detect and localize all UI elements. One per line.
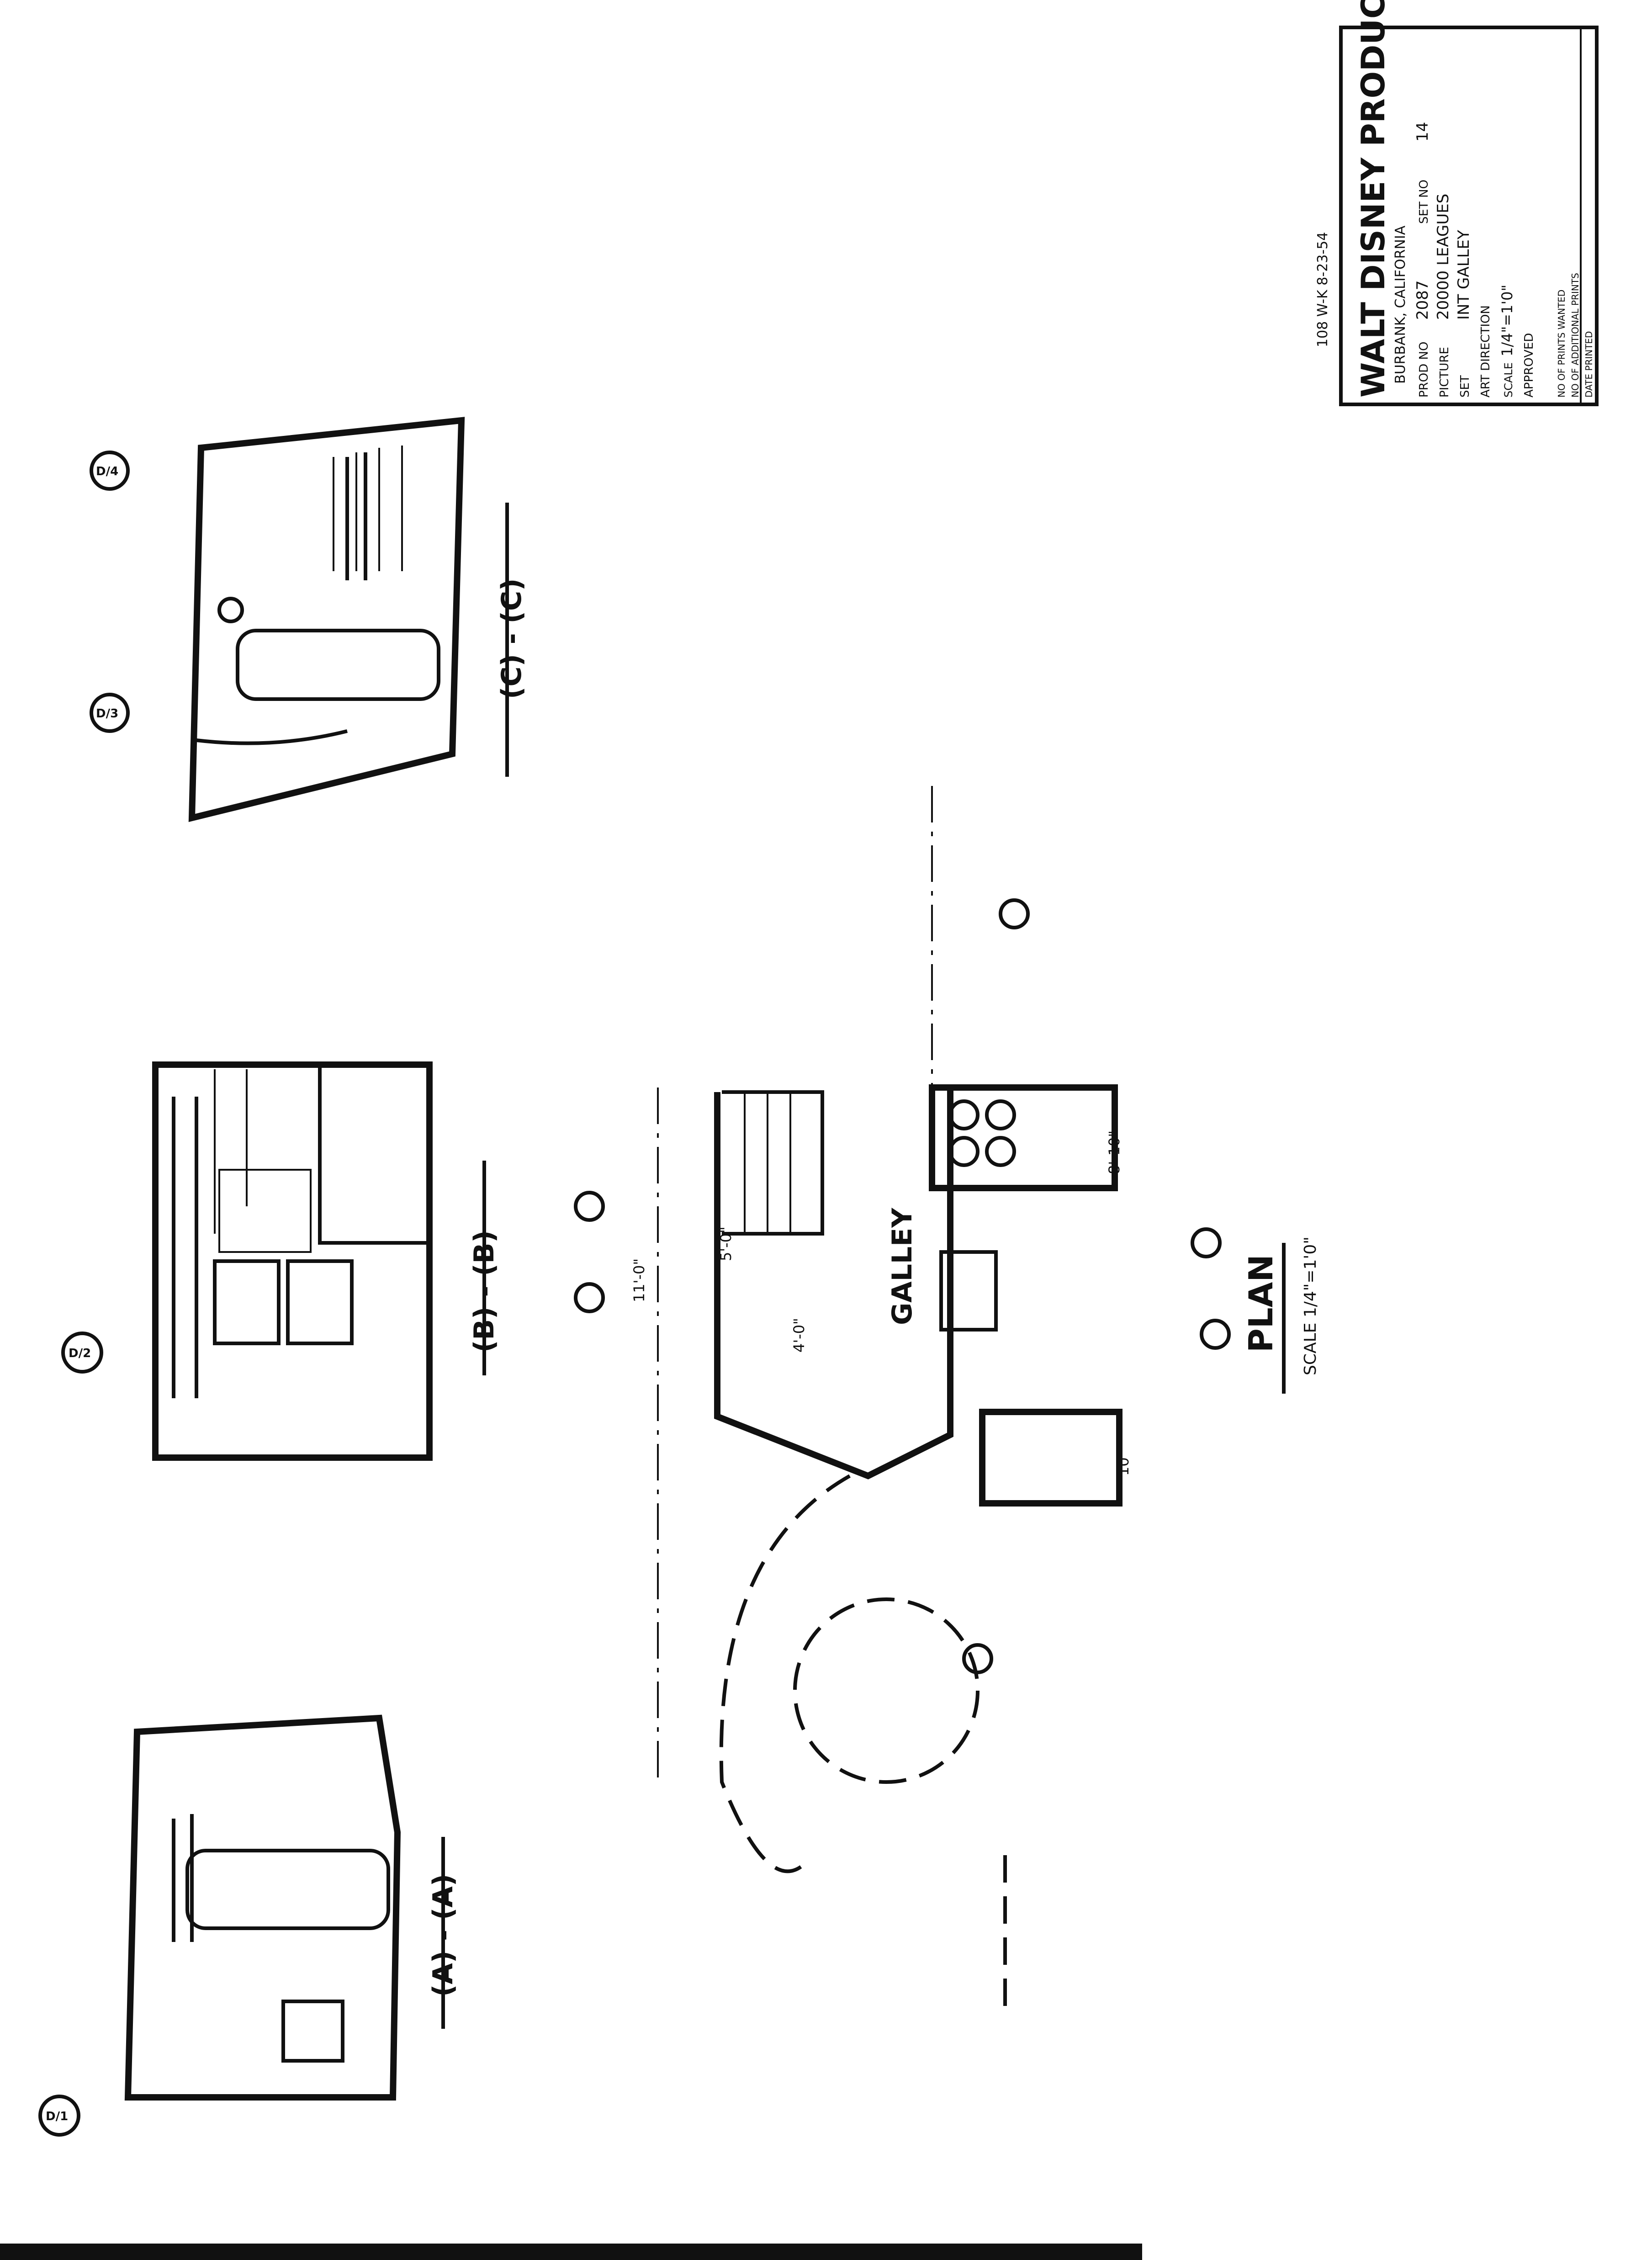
plan-burner-4: [985, 1136, 1016, 1167]
plan-title: PLAN: [1242, 1254, 1280, 1353]
plan-burner-3: [948, 1136, 980, 1167]
section-b-b-label: (B) - (B): [468, 1230, 500, 1353]
section-a-bunk: [185, 1849, 390, 1930]
picture-value: 20000 LEAGUES: [1434, 194, 1452, 320]
section-a-a-drawing: D/1 (A) - (A): [38, 1714, 459, 2137]
plan-burner-2: [985, 1099, 1016, 1130]
section-b-door: [218, 1169, 312, 1253]
plan-sink: [979, 1409, 1123, 1507]
section-c-c-drawing: D/3 D/4 (C) - (C): [90, 417, 528, 822]
set-label: SET: [1458, 375, 1472, 398]
set-value: INT GALLEY: [1455, 230, 1473, 320]
section-c-pipes: [345, 452, 367, 580]
section-b-panel-2: [286, 1259, 354, 1345]
detail-2-label: D/2: [69, 1347, 91, 1360]
section-b-shelves: [214, 1069, 248, 1234]
detail-1-callout: [38, 2095, 80, 2137]
detail-2-callout: [61, 1332, 103, 1374]
plan-section-marker-2: [574, 1282, 605, 1313]
company-location: BURBANK, CALIFORNIA: [1393, 225, 1408, 384]
plan-section-marker-1: [574, 1191, 605, 1222]
approved-label: APPROVED: [1522, 333, 1536, 398]
section-c-bracket: [196, 729, 348, 745]
plan-scale: SCALE 1/4"=1'0": [1301, 1236, 1320, 1375]
plan-turntable: [793, 1597, 980, 1784]
set-no-label: SET NO: [1417, 180, 1431, 224]
plan-table: [939, 1250, 998, 1332]
sheet-edge-shadow: [0, 2244, 1142, 2260]
section-c-valve: [217, 597, 244, 623]
section-b-panel-1: [213, 1259, 281, 1345]
picture-label: PICTURE: [1438, 347, 1451, 398]
header-note: 108 W-K 8-23-54: [1315, 232, 1331, 347]
art-direction-label: ART DIRECTION: [1479, 305, 1493, 398]
plan-section-marker-3: [1191, 1227, 1222, 1258]
section-c-outline: [188, 417, 465, 822]
section-c-c-label: (C) - (C): [496, 578, 528, 699]
additional-prints-label: NO OF ADDITIONAL PRINTS: [1570, 273, 1581, 398]
plan-room-label: GALLEY: [886, 1207, 918, 1325]
plan-dim-4: 8'-10": [1106, 1130, 1123, 1174]
plan-arc-swing: [719, 1474, 851, 1873]
prod-no-value: 2087: [1414, 280, 1432, 320]
section-a-pipes: [172, 1814, 194, 1942]
plan-drawing: GALLEY PLAN SCALE 1/4"=1'0" 5'-0" 11'-0"…: [574, 786, 1320, 2011]
plan-dim-1: 5'-0": [717, 1226, 735, 1261]
detail-3-label: D/3: [96, 707, 118, 721]
scale-value: 1/4"=1'0": [1498, 285, 1516, 356]
plan-dim-3: 4'-0": [790, 1318, 808, 1353]
plan-stair-treads: [744, 1092, 791, 1234]
plan-range: [929, 1084, 1118, 1191]
detail-4-label: D/4: [96, 465, 118, 478]
plan-section-marker-4: [1200, 1319, 1231, 1350]
detail-4-callout: [90, 451, 130, 491]
section-c-shelf-lines: [333, 446, 403, 571]
section-a-a-label: (A) - (A): [427, 1874, 459, 1997]
detail-1-label: D/1: [46, 2110, 68, 2123]
plan-section-marker-5: [999, 898, 1030, 929]
prod-no-label: PROD NO: [1417, 342, 1431, 398]
plan-galley-walls: [714, 1088, 953, 1480]
section-b-outline: [152, 1061, 433, 1461]
plan-burner-1: [948, 1099, 980, 1130]
section-b-b-drawing: D/2 (B) - (B): [61, 1061, 500, 1461]
section-b-counter: [318, 1065, 429, 1245]
date-printed-label: DATE PRINTED: [1583, 331, 1594, 398]
set-no-value: 14: [1414, 122, 1432, 142]
title-block-frame: [1339, 26, 1599, 406]
plan-dim-2: 11'-0": [630, 1258, 648, 1302]
section-c-bunk: [236, 629, 440, 701]
title-block: WALT DISNEY PRODUCTIONS BURBANK, CALIFOR…: [1315, 0, 1599, 406]
detail-3-callout: [90, 693, 130, 733]
section-a-cabinet: [281, 2000, 344, 2063]
plan-dim-5: 10': [1115, 1453, 1132, 1476]
plan-stair: [722, 1090, 824, 1236]
scale-label: SCALE: [1502, 362, 1515, 398]
plan-section-marker-6: [962, 1643, 993, 1674]
company-name: WALT DISNEY PRODUCTIONS: [1355, 0, 1392, 398]
section-a-outline: [124, 1714, 401, 2101]
prints-label: NO OF PRINTS WANTED: [1556, 290, 1567, 398]
section-b-pipe: [172, 1097, 198, 1398]
